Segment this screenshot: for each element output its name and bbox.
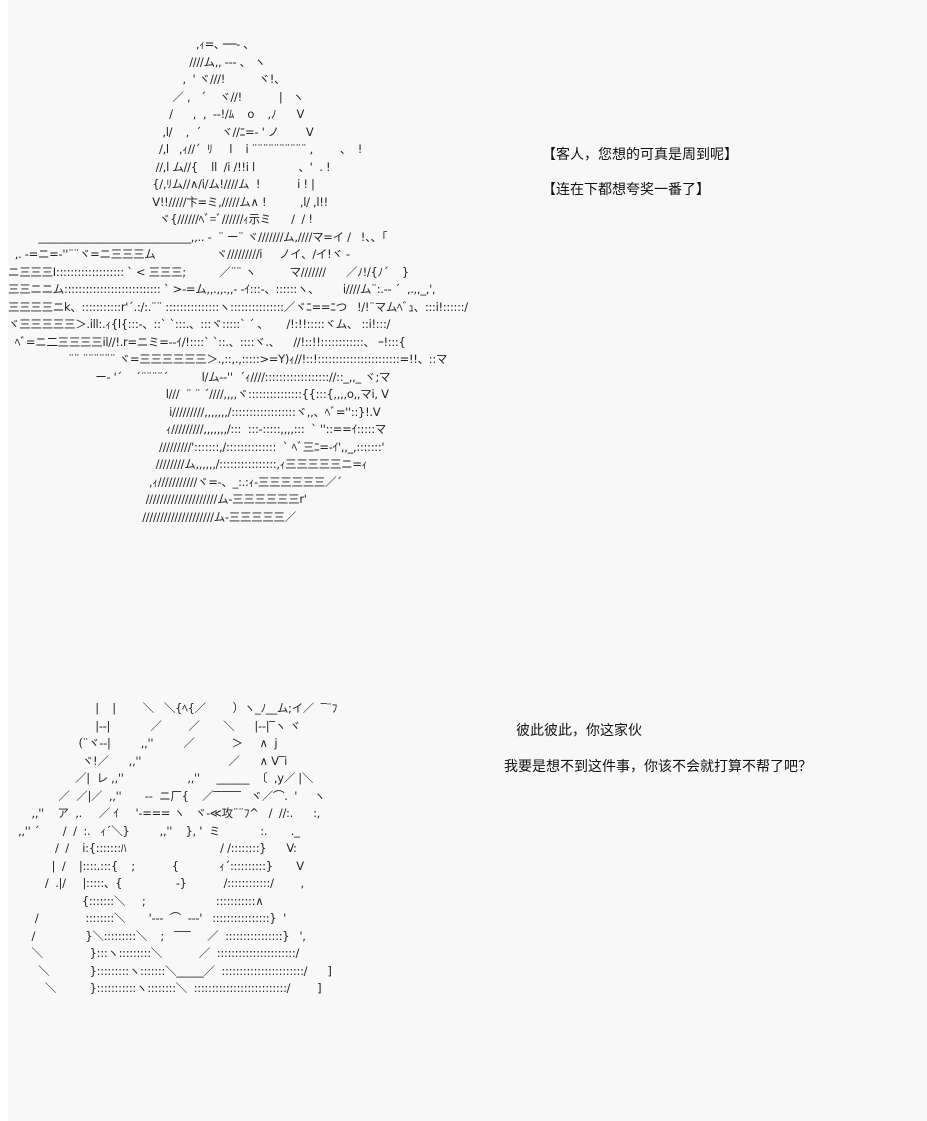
dialog-line-3: 彼此彼此，你这家伙	[516, 723, 642, 739]
ascii-art-scene-2: | | ＼ ＼{ﾍ{／ ）ヽ_ﾉ__ム;イ／ ‾¨ﾌ |‐‐| ／ ／ ＼ |‐…	[18, 701, 338, 995]
ascii-art-scene-1: ,ｨ=､ ──‐ 、 ////ム,, --‐ 、 ヽ , ' ヾ///! ヾ!、	[8, 37, 468, 524]
aa-canvas: ,ｨ=､ ──‐ 、 ////ム,, --‐ 、 ヽ , ' ヾ///! ヾ!、	[8, 0, 927, 1121]
dialog-line-2: 【连在下都想夸奖一番了】	[542, 182, 710, 198]
dialog-line-4: 我要是想不到这件事，你该不会就打算不帮了吧？	[504, 759, 812, 775]
dialog-line-1: 【客人，您想的可真是周到呢】	[542, 147, 738, 163]
